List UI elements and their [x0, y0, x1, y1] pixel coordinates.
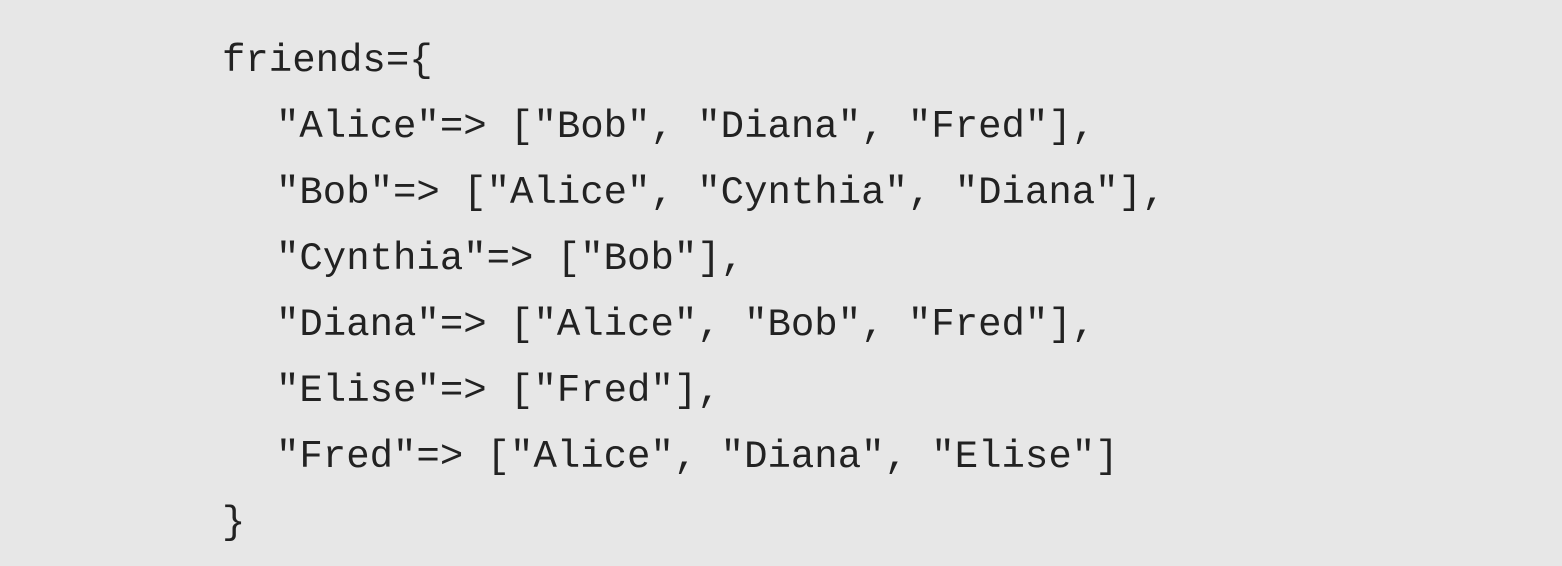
code-line-open: friends={ [222, 28, 1562, 94]
code-line-cynthia: "Cynthia"=> ["Bob"], [222, 226, 1562, 292]
code-line-text: "Cynthia"=> ["Bob"], [276, 237, 745, 281]
code-line-text: "Elise"=> ["Fred"], [276, 369, 721, 413]
code-line-text: friends={ [222, 39, 433, 83]
code-line-fred: "Fred"=> ["Alice", "Diana", "Elise"] [222, 424, 1562, 490]
code-line-bob: "Bob"=> ["Alice", "Cynthia", "Diana"], [222, 160, 1562, 226]
code-line-text: "Diana"=> ["Alice", "Bob", "Fred"], [276, 303, 1096, 347]
code-line-elise: "Elise"=> ["Fred"], [222, 358, 1562, 424]
code-line-diana: "Diana"=> ["Alice", "Bob", "Fred"], [222, 292, 1562, 358]
code-line-text: "Bob"=> ["Alice", "Cynthia", "Diana"], [276, 171, 1166, 215]
code-line-text: "Alice"=> ["Bob", "Diana", "Fred"], [276, 105, 1096, 149]
code-line-text: "Fred"=> ["Alice", "Diana", "Elise"] [276, 435, 1119, 479]
code-line-alice: "Alice"=> ["Bob", "Diana", "Fred"], [222, 94, 1562, 160]
code-line-close: } [222, 490, 1562, 556]
code-line-text: } [222, 501, 246, 545]
